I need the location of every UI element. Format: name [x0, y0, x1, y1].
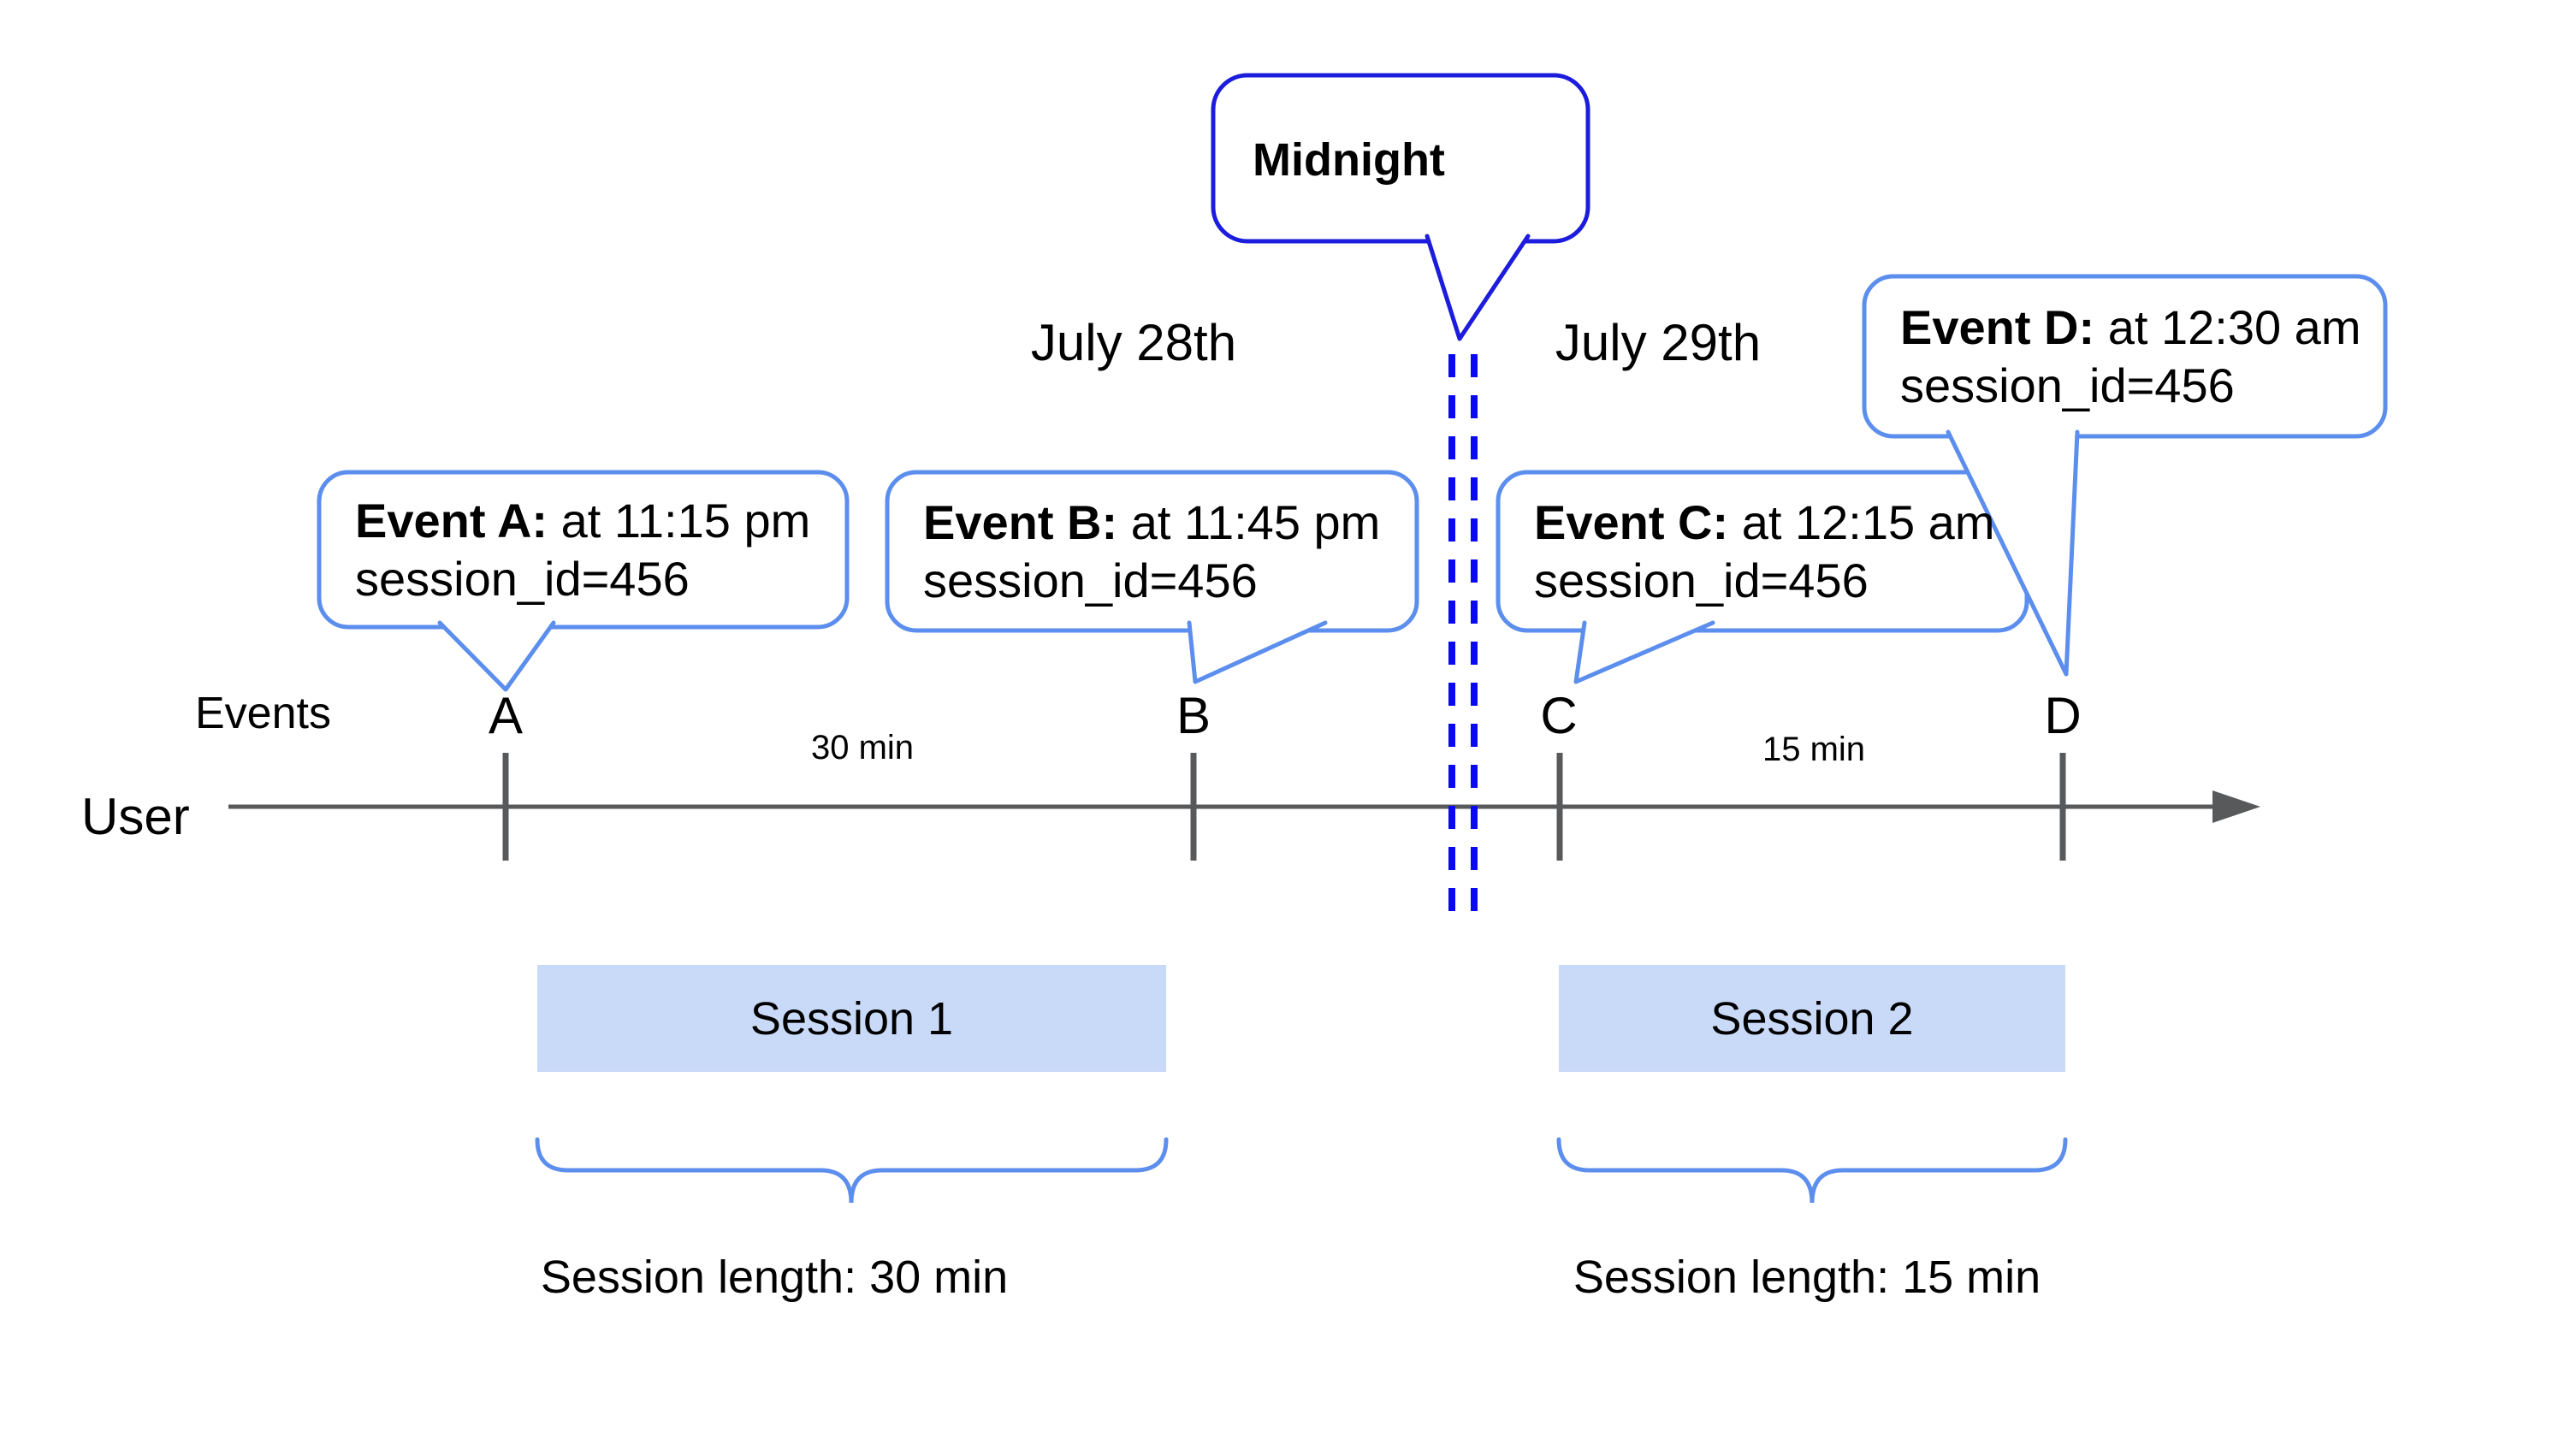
event-c-session-id: session_id=456 — [1534, 553, 1869, 607]
event-d-session-id: session_id=456 — [1900, 358, 2235, 412]
event-b-time: at 11:45 pm — [1117, 494, 1381, 549]
session1-brace — [535, 1137, 1169, 1204]
event-c-title: Event C: — [1534, 494, 1729, 549]
event-d-title: Event D: — [1900, 299, 2095, 354]
event-b-title: Event B: — [923, 494, 1118, 549]
events-axis-label: Events — [195, 689, 331, 738]
event-b-callout-tail — [1187, 620, 1328, 684]
event-c-callout-line1: Event C: at 12:15 am — [1534, 494, 2027, 552]
date-label-july-28: July 28th — [1030, 314, 1237, 371]
event-d-callout-line1: Event D: at 12:30 am — [1900, 299, 2385, 357]
event-c-time: at 12:15 am — [1728, 494, 1995, 549]
event-b-callout-bubble — [885, 470, 1419, 633]
session2-label: Session 2 — [1710, 992, 1914, 1045]
event-d-callout-text: Event D: at 12:30 am session_id=456 — [1864, 276, 2385, 436]
tick-letter-b: B — [1176, 687, 1211, 744]
event-b-session-id: session_id=456 — [923, 553, 1258, 607]
session1-length-label: Session length: 30 min — [540, 1252, 1009, 1303]
session2-box — [1559, 965, 2065, 1072]
event-a-callout-line1: Event A: at 11:15 pm — [355, 492, 847, 550]
session2-brace — [1556, 1137, 2068, 1204]
event-a-title: Event A: — [355, 493, 548, 547]
event-b-callout-line1: Event B: at 11:45 pm — [923, 494, 1417, 552]
gap-label-15min: 15 min — [1762, 731, 1866, 768]
tick-letter-a: A — [488, 687, 524, 744]
session1-box — [537, 965, 1166, 1072]
timeline-arrowhead-icon — [2212, 790, 2260, 823]
tick-letter-c: C — [1540, 687, 1578, 744]
event-a-session-id: session_id=456 — [355, 551, 690, 606]
event-a-callout-text: Event A: at 11:15 pm session_id=456 — [319, 472, 847, 627]
user-axis-label: User — [81, 788, 190, 845]
event-c-callout-tail — [1573, 620, 1715, 684]
midnight-callout-label: Midnight — [1253, 134, 1445, 186]
date-label-july-29: July 29th — [1555, 314, 1762, 371]
event-a-time: at 11:15 pm — [548, 493, 811, 547]
event-a-callout-tail — [437, 620, 556, 692]
event-d-callout-tail — [1946, 429, 2080, 677]
event-c-callout-text: Event C: at 12:15 am session_id=456 — [1498, 472, 2027, 630]
event-a-callout-bubble — [317, 470, 850, 630]
event-b-callout-text: Event B: at 11:45 pm session_id=456 — [887, 472, 1417, 630]
gap-label-30min: 30 min — [810, 729, 915, 766]
midnight-callout-tail — [1425, 234, 1531, 341]
event-d-callout-bubble — [1862, 274, 2388, 439]
session1-label: Session 1 — [749, 992, 954, 1045]
tick-letter-d: D — [2044, 687, 2082, 744]
midnight-callout-bubble — [1211, 73, 1590, 244]
event-d-time: at 12:30 am — [2094, 299, 2361, 354]
session2-length-label: Session length: 15 min — [1573, 1252, 2041, 1303]
